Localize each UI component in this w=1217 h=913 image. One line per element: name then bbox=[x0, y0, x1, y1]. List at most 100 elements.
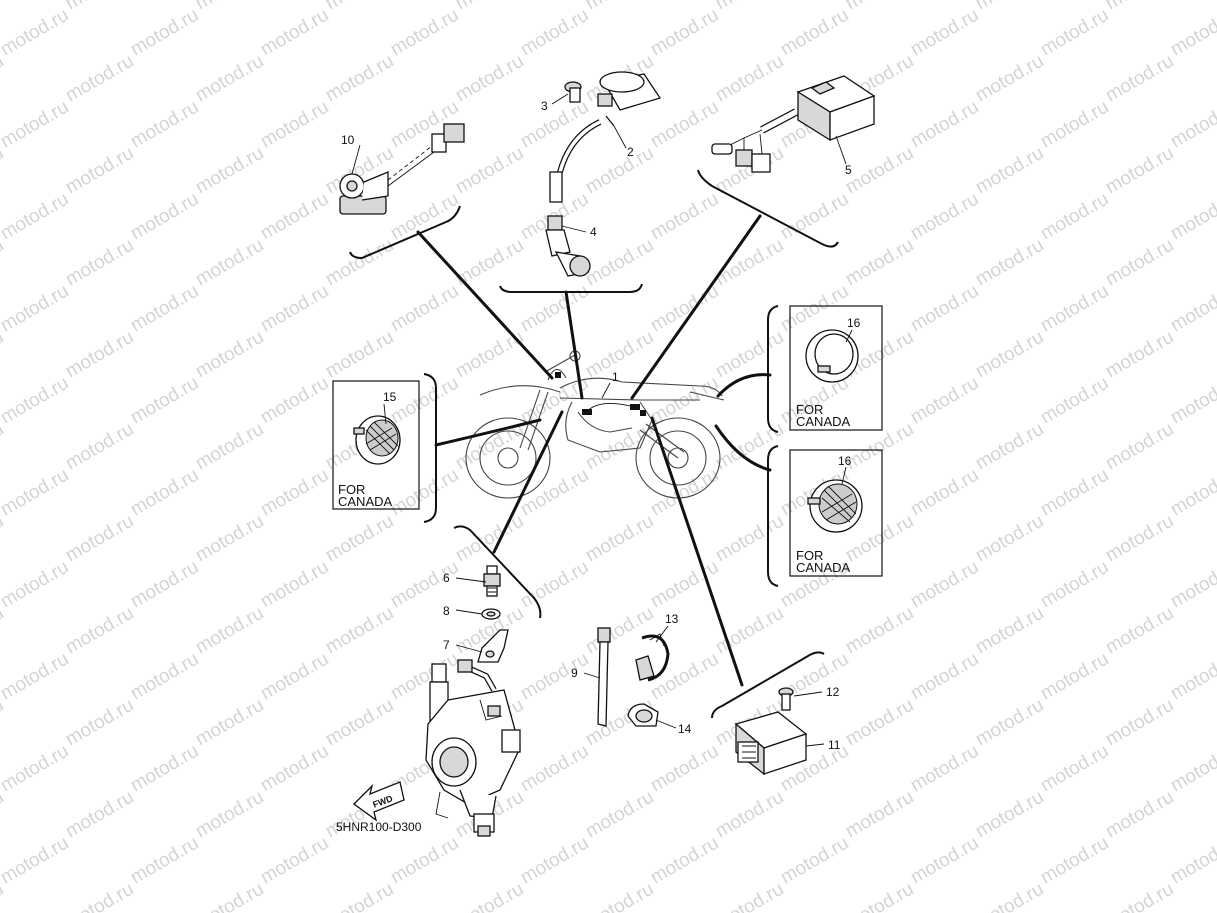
watermark-text: motod.ru bbox=[1037, 557, 1112, 613]
watermark-text: motod.ru bbox=[517, 741, 592, 797]
box-15-line2: CANADA bbox=[338, 494, 393, 509]
box-16-top-for-canada bbox=[789, 305, 883, 431]
watermark-text: motod.ru bbox=[907, 189, 982, 245]
watermark-text: motod.ru bbox=[972, 51, 1047, 107]
watermark-text: motod.ru bbox=[647, 189, 722, 245]
part-5-cdi bbox=[711, 75, 876, 173]
watermark-text: motod.ru bbox=[1037, 465, 1112, 521]
part-11-relay bbox=[734, 711, 808, 776]
watermark-text: motod.ru bbox=[517, 281, 592, 337]
callout-numbers: 1 2 3 4 5 6 7 8 9 10 11 12 13 14 bbox=[341, 99, 852, 752]
watermark-text: motod.ru bbox=[322, 235, 397, 291]
watermark-text: motod.ru bbox=[127, 557, 202, 613]
watermark-text: motod.ru bbox=[0, 373, 72, 429]
box-16-bottom-for-canada bbox=[789, 449, 883, 577]
watermark-text: motod.ru bbox=[517, 373, 592, 429]
callout-3: 3 bbox=[541, 99, 548, 113]
watermark-text: motod.ru bbox=[387, 833, 462, 889]
watermark-text: motod.ru bbox=[127, 649, 202, 705]
watermark-text: motod.ru bbox=[0, 741, 72, 797]
watermark-text: motod.ru bbox=[972, 879, 1047, 913]
watermark-text: motod.ru bbox=[1102, 419, 1177, 475]
callout-8: 8 bbox=[443, 604, 450, 618]
watermark-text: motod.ru bbox=[257, 5, 332, 61]
watermark-text: motod.ru bbox=[387, 189, 462, 245]
watermark-text: motod.ru bbox=[712, 879, 787, 913]
callout-7: 7 bbox=[443, 638, 450, 652]
watermark-text: motod.ru bbox=[1102, 603, 1177, 659]
watermark-text: motod.ru bbox=[777, 189, 852, 245]
watermark-text: motod.ru bbox=[972, 327, 1047, 383]
watermark-text: motod.ru bbox=[192, 419, 267, 475]
callout-10: 10 bbox=[341, 133, 355, 147]
watermark-text: motod.ru bbox=[0, 189, 72, 245]
watermark-text: motod.ru bbox=[582, 787, 657, 843]
watermark-text: motod.ru bbox=[517, 833, 592, 889]
diagram-code: 5HNR100-D300 bbox=[336, 820, 422, 834]
watermark-text: motod.ru bbox=[842, 879, 917, 913]
watermark-text: motod.ru bbox=[1037, 5, 1112, 61]
part-3-bolt bbox=[564, 81, 582, 103]
watermark-text: motod.ru bbox=[192, 695, 267, 751]
watermark-text: motod.ru bbox=[387, 649, 462, 705]
watermark-text: motod.ru bbox=[1037, 189, 1112, 245]
watermark-text: motod.ru bbox=[712, 51, 787, 107]
watermark-text: motod.ru bbox=[127, 373, 202, 429]
watermark-text: motod.ru bbox=[907, 465, 982, 521]
watermark-text: motod.ru bbox=[322, 603, 397, 659]
watermark-text: motod.ru bbox=[257, 189, 332, 245]
part-9-cable-tie bbox=[597, 627, 611, 727]
watermark-text: motod.ru bbox=[62, 511, 137, 567]
watermark-text: motod.ru bbox=[842, 603, 917, 659]
watermark-text: motod.ru bbox=[387, 557, 462, 613]
watermark-text: motod.ru bbox=[257, 557, 332, 613]
watermark-text: motod.ru bbox=[62, 603, 137, 659]
callout-4: 4 bbox=[590, 225, 597, 239]
watermark-text: motod.ru bbox=[0, 5, 72, 61]
watermark-text: motod.ru bbox=[972, 511, 1047, 567]
watermark-text: motod.ru bbox=[387, 281, 462, 337]
watermark-text: motod.ru bbox=[1037, 373, 1112, 429]
watermark-text: motod.ru bbox=[0, 557, 72, 613]
watermark-text: motod.ru bbox=[647, 557, 722, 613]
callout-11: 11 bbox=[828, 738, 841, 752]
watermark-text: motod.ru bbox=[62, 419, 137, 475]
watermark-text: motod.ru bbox=[0, 833, 72, 889]
watermark-text: motod.ru bbox=[842, 787, 917, 843]
watermark-text: motod.ru bbox=[1102, 511, 1177, 567]
box-16a-line1: FOR bbox=[796, 402, 823, 417]
watermark-text: motod.ru bbox=[62, 51, 137, 107]
watermark-text: motod.ru bbox=[127, 741, 202, 797]
watermark-text: motod.ru bbox=[582, 327, 657, 383]
watermark-text: motod.ru bbox=[842, 235, 917, 291]
watermark-text: motod.ru bbox=[972, 419, 1047, 475]
watermark-text: motod.ru bbox=[62, 235, 137, 291]
watermark-text: motod.ru bbox=[907, 281, 982, 337]
watermark-text: motod.ru bbox=[972, 0, 1047, 14]
watermark-text: motod.ru bbox=[907, 649, 982, 705]
watermark-text: motod.ru bbox=[1037, 741, 1112, 797]
watermark-text: motod.ru bbox=[322, 879, 397, 913]
watermark-text: motod.ru bbox=[1102, 327, 1177, 383]
part-14-holder bbox=[627, 703, 659, 727]
watermark-text: motod.ru bbox=[1167, 281, 1217, 337]
watermark-text: motod.ru bbox=[647, 281, 722, 337]
callout-6: 6 bbox=[443, 571, 450, 585]
part-8-washer bbox=[481, 608, 501, 620]
watermark-text: motod.ru bbox=[582, 0, 657, 14]
watermark-text: motod.ru bbox=[1037, 649, 1112, 705]
callout-2: 2 bbox=[627, 145, 634, 159]
watermark-text: motod.ru bbox=[1167, 833, 1217, 889]
watermark-text: motod.ru bbox=[257, 833, 332, 889]
watermark-text: motod.ru bbox=[192, 787, 267, 843]
watermark-text: motod.ru bbox=[647, 833, 722, 889]
watermark-text: motod.ru bbox=[452, 511, 527, 567]
part-12-bolt bbox=[778, 687, 794, 711]
watermark-text: motod.ru bbox=[582, 511, 657, 567]
callout-1: 1 bbox=[612, 370, 619, 384]
watermark-text: motod.ru bbox=[127, 5, 202, 61]
watermark-text: motod.ru bbox=[62, 787, 137, 843]
watermark-text: motod.ru bbox=[127, 833, 202, 889]
